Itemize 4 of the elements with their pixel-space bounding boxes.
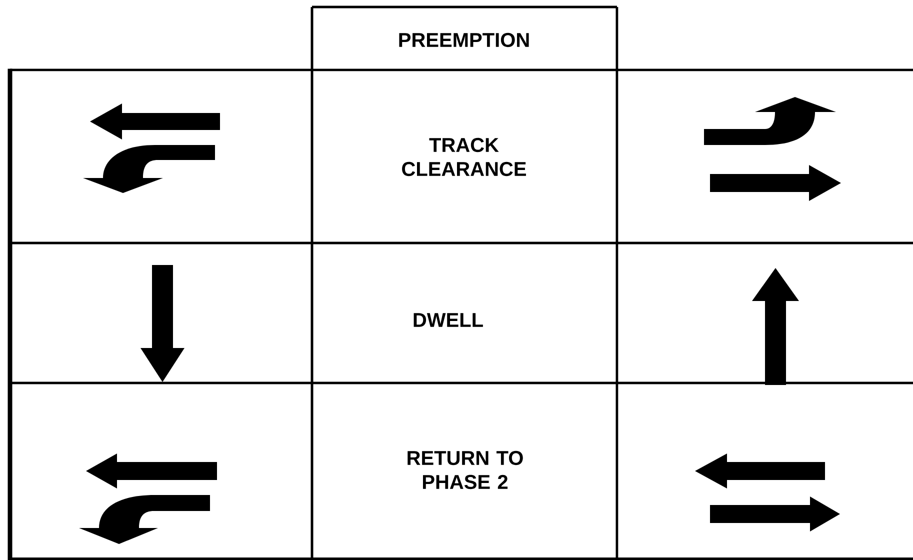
phase-label: RETURN TO PHASE 2 — [408, 450, 523, 490]
phase-label: TRACK CLEARANCE — [402, 138, 526, 176]
phase-label: DWELL — [414, 313, 483, 327]
header-label: PREEMPTION — [399, 32, 529, 48]
